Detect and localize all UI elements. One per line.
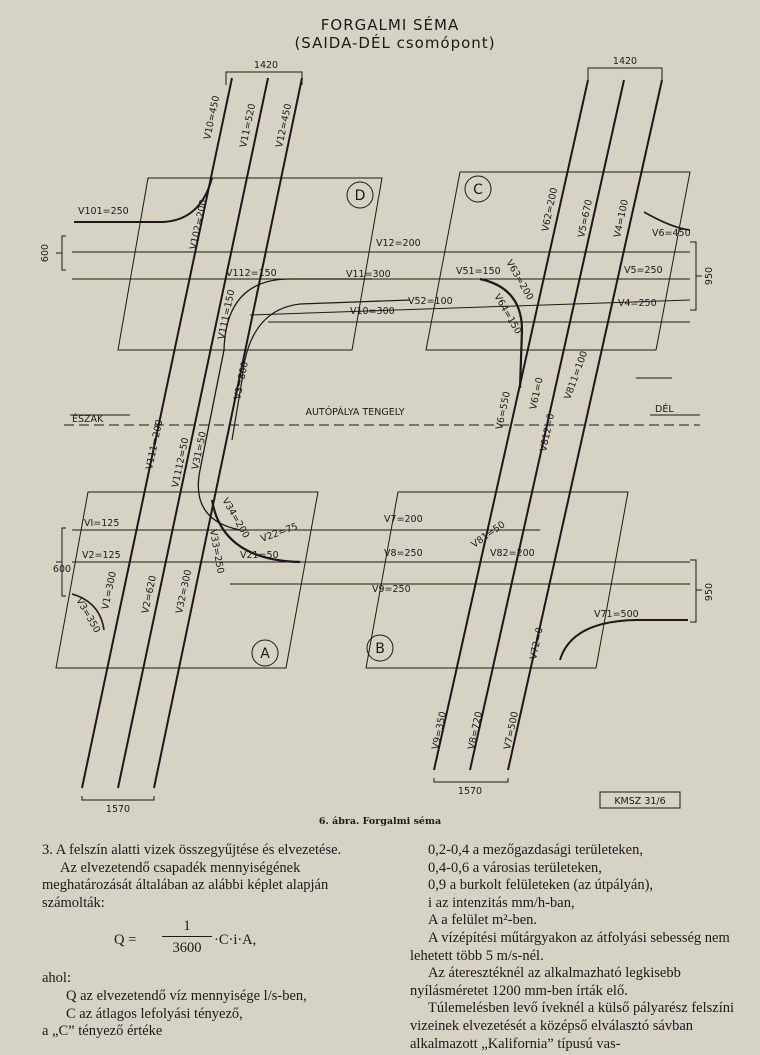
stamp-label: KMSZ 31/6: [614, 796, 665, 807]
diagram-label: 1570: [106, 804, 130, 812]
stamp-box: [599, 791, 681, 809]
diagram-label: V101=250: [78, 206, 129, 217]
diagram-label: 1420: [254, 60, 278, 71]
diagram-label: V33=250: [207, 529, 226, 575]
diagram-label: V22=75: [259, 521, 299, 545]
diagram-label: D: [355, 188, 366, 204]
diagram-label: 600: [53, 564, 71, 575]
where-label: ahol:: [42, 970, 71, 987]
section-heading: 3. A felszín alatti vizek összegyűjtése …: [42, 842, 342, 858]
axis-label: AUTÓPÁLYA TENGELY: [305, 406, 404, 418]
diagram-label: V34=200: [219, 496, 251, 540]
diagram-label: V5=250: [624, 265, 663, 276]
text-column-right: 0,2-0,4 a mezőgazdasági területeken, 0,4…: [410, 842, 750, 1053]
def-a: A a felület m²-ben.: [428, 912, 538, 929]
diagram-label: 950: [704, 583, 715, 601]
figure-caption: 6. ábra. Forgalmi séma: [318, 816, 442, 827]
zone-b-outline: [365, 491, 629, 669]
diagram-label: V64=150: [491, 292, 523, 336]
diagram-label: V6=450: [652, 228, 691, 239]
zone-b-marker: [366, 634, 394, 662]
zone-a-marker: [251, 639, 279, 667]
diagram-label: V7=500: [502, 711, 521, 751]
paragraph-1: Az elvezetendő csapadék mennyiségének me…: [42, 859, 329, 911]
zone-d-outline: [117, 177, 383, 351]
def-i: i az intenzitás mm/h-ban,: [428, 894, 575, 911]
road-left-1: [81, 77, 233, 789]
diagram-label: 950: [704, 267, 715, 285]
diagram-label: 1420: [613, 56, 637, 67]
diagram-label: V2=125: [82, 550, 121, 561]
diagram-label: V71=500: [594, 609, 639, 620]
diagram-label: V9=250: [372, 584, 411, 595]
diagram-label: V63=200: [503, 258, 535, 302]
diagram-label: V7=200: [384, 514, 423, 525]
diagram-label: V812=0: [538, 413, 557, 453]
diagram-label: V8=720: [466, 711, 485, 751]
paragraph-drainage: Túlemelésben levő íveknél a külső pályar…: [410, 1000, 735, 1052]
diagram-label: V62=200: [540, 187, 560, 233]
def-c2: a „C” tényező értéke: [42, 1023, 163, 1040]
diagram-label: V1=300: [100, 571, 119, 611]
diagram-label: V811=100: [562, 350, 590, 401]
zone-a-outline: [55, 491, 319, 669]
diagram-label: C: [473, 182, 483, 198]
diagram-label: V51=150: [456, 266, 501, 277]
diagram-subtitle: (SAIDA-DÉL csomópont): [294, 33, 495, 52]
diagram-label: V72=0: [528, 626, 546, 660]
text-column-left: 3. A felszín alatti vizek összegyűjtése …: [42, 842, 370, 1041]
traffic-scheme-diagram: FORGALMI SÉMA (SAIDA-DÉL csomópont) 1420…: [40, 15, 715, 812]
diagram-label: V10=300: [350, 306, 395, 317]
diagram-label: V82=200: [490, 548, 535, 559]
road-right-1: [433, 79, 589, 771]
diagram-label: V102=200: [188, 199, 209, 251]
road-left-2: [117, 77, 269, 789]
diagram-label: V4=250: [618, 298, 657, 309]
road-right-3: [507, 79, 663, 771]
diagram-label: B: [375, 641, 385, 657]
def-q: Q az elvezetendő víz mennyisége l/s-ben,: [66, 987, 307, 1004]
diagram-label: V52=100: [408, 296, 453, 307]
zone-d-marker: [346, 181, 374, 209]
def-c: C az átlagos lefolyási tényező,: [66, 1005, 243, 1022]
diagram-label: V3=800: [232, 361, 251, 401]
diagram-label: 600: [40, 244, 51, 262]
diagram-label: V1112=50: [170, 437, 191, 489]
diagram-label: V21=50: [240, 550, 279, 561]
diagram-title: FORGALMI SÉMA: [321, 15, 459, 34]
range-1: 0,2-0,4 a mezőgazdasági területeken,: [428, 842, 643, 858]
road-left-3: [153, 77, 303, 789]
paragraph-speed: A vízépítési műtárgyakon az átfolyási se…: [410, 929, 730, 964]
diagram-label: V111=200: [144, 419, 165, 471]
axis-south-label: DÉL: [655, 403, 674, 415]
range-3: 0,9 a burkolt felületeken (az útpályán),: [428, 877, 654, 894]
paragraph-culvert: Az áteresztéknél az alkalmazható legkise…: [410, 965, 681, 999]
zone-c-outline: [425, 171, 691, 351]
diagram-label: VI=125: [84, 518, 119, 529]
diagram-label: V111=150: [216, 289, 237, 341]
diagram-label: V12=200: [376, 238, 421, 249]
diagram-label: V11=300: [346, 269, 391, 280]
formula: Q = 1 3600 ·C·i·A,: [114, 918, 257, 957]
diagram-label: 1570: [458, 786, 482, 797]
diagram-label: A: [260, 646, 270, 662]
diagram-label: V9=350: [430, 711, 449, 751]
axis-north-label: ÉSZAK: [72, 413, 104, 425]
diagram-label: V112=150: [226, 268, 277, 279]
range-2: 0,4-0,6 a városias területeken,: [428, 859, 602, 876]
diagram-label: V8=250: [384, 548, 423, 559]
diagram-label: V61=0: [528, 376, 546, 410]
zone-c-marker: [464, 175, 492, 203]
